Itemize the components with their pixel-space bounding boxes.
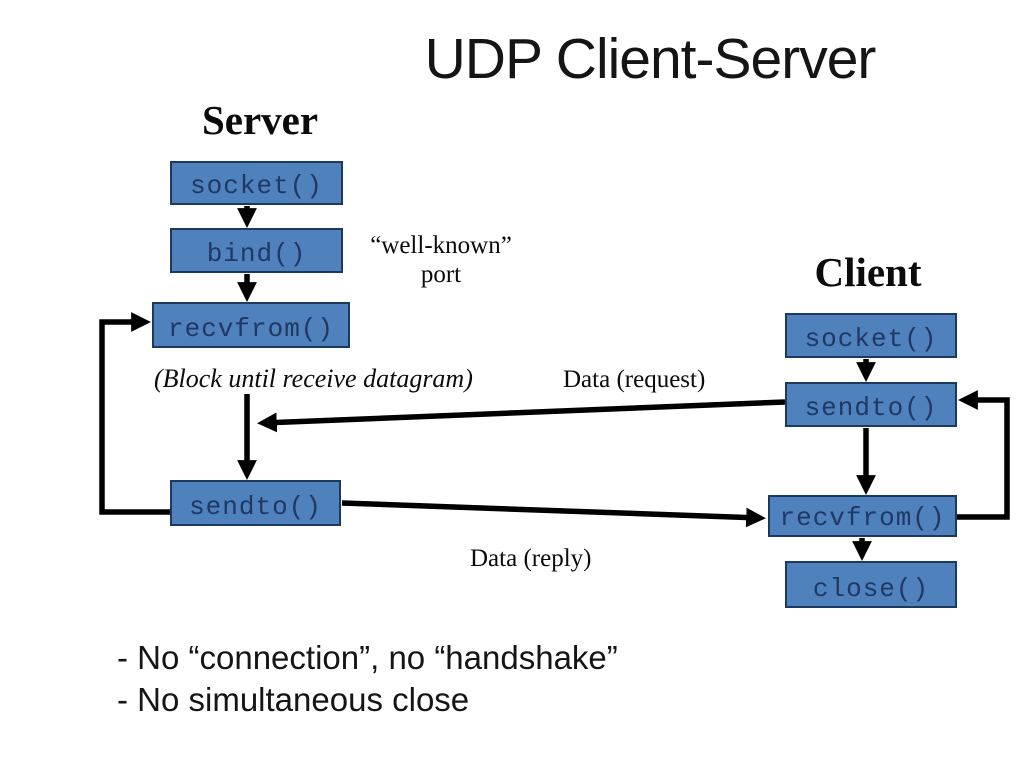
arrow-server-loop-sendto-to-recvfrom bbox=[99, 312, 170, 515]
server-socket-box: socket() bbox=[170, 161, 343, 205]
well-known-line1: “well-known” bbox=[370, 232, 512, 259]
client-sendto-box: sendto() bbox=[785, 382, 957, 427]
client-socket-box: socket() bbox=[785, 313, 957, 358]
arrow-data-request bbox=[257, 399, 786, 433]
well-known-line2: port bbox=[420, 261, 462, 288]
client-recvfrom-box: recvfrom() bbox=[768, 495, 957, 537]
server-recvfrom-box: recvfrom() bbox=[152, 302, 350, 348]
note-line-2: - No simultaneous close bbox=[117, 681, 470, 718]
block-note-label: (Block until receive datagram) bbox=[154, 364, 473, 393]
notes-block: - No “connection”, no “handshake” - No s… bbox=[117, 637, 618, 721]
server-heading: Server bbox=[201, 97, 319, 143]
slide-title: UDP Client-Server bbox=[424, 27, 877, 91]
server-bind-box: bind() bbox=[170, 228, 343, 273]
arrow-data-reply bbox=[341, 500, 766, 528]
data-reply-label: Data (reply) bbox=[470, 545, 592, 572]
arrow-client-loop-recvfrom-to-sendto bbox=[955, 390, 1010, 520]
client-close-box: close() bbox=[785, 561, 957, 608]
note-line-1: - No “connection”, no “handshake” bbox=[117, 639, 618, 676]
well-known-port-label: “well-known” port bbox=[341, 231, 541, 289]
client-heading: Client bbox=[814, 249, 922, 295]
data-request-label: Data (request) bbox=[563, 366, 706, 393]
server-sendto-box: sendto() bbox=[170, 480, 341, 526]
